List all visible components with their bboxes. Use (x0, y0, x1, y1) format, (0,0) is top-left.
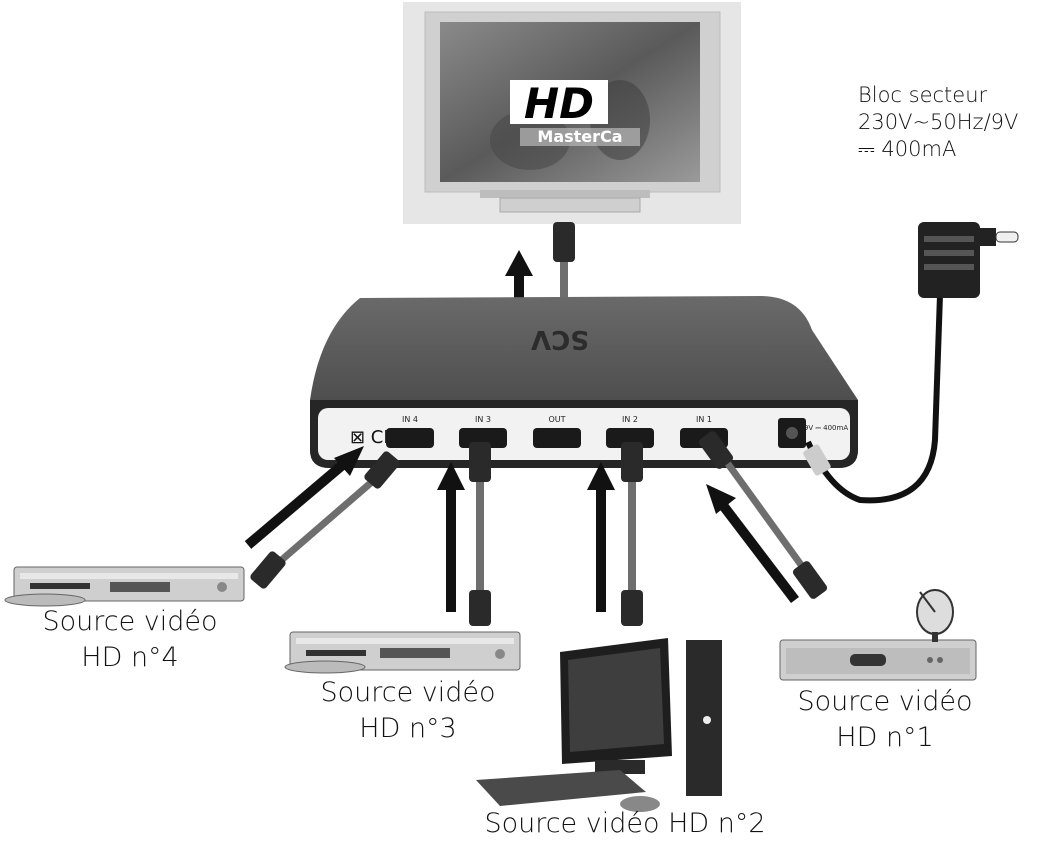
power-supply-line1: Bloc secteur (858, 83, 988, 107)
hdmi-port-in4: IN 4 (386, 415, 434, 448)
source-2-line1: Source vidéo HD n°2 (484, 808, 766, 839)
port-label-out: OUT (548, 415, 565, 424)
power-supply-label: Bloc secteur 230V~50Hz/9V ⎓ 400mA (858, 82, 1018, 163)
hdmi-port-out: OUT (533, 415, 581, 448)
hdmi-cable-in3 (469, 442, 491, 626)
power-jack: 9V ⎓ 400mA (778, 418, 848, 448)
tv-display: MasterCa HD (403, 2, 741, 224)
source-device-2-computer (476, 638, 722, 812)
port-label-in3: IN 3 (475, 415, 491, 424)
tv-banner-text: MasterCa (537, 127, 622, 146)
source-label-2: Source vidéo HD n°2 (455, 806, 795, 842)
power-supply-line3: ⎓ 400mA (858, 137, 957, 161)
source-1-line1: Source vidéo (797, 686, 973, 717)
input-arrow-in2 (587, 462, 615, 612)
source-3-line1: Source vidéo (320, 677, 496, 708)
source-3-line2: HD n°3 (359, 713, 457, 744)
port-label-in4: IN 4 (402, 415, 418, 424)
hdmi-switch-hub: SCV ⊠ CE (310, 296, 858, 468)
hdmi-port-in2: IN 2 (606, 415, 654, 448)
source-label-1: Source vidéo HD n°1 (785, 684, 985, 756)
source-4-line1: Source vidéo (42, 606, 218, 637)
hdmi-cable-in1 (698, 431, 828, 599)
ce-mark: ⊠ CE (350, 427, 395, 448)
input-arrow-in4 (244, 446, 364, 549)
port-label-in2: IN 2 (622, 415, 638, 424)
hub-brand-logo: SCV (531, 324, 589, 354)
source-device-3 (284, 631, 521, 674)
hd-badge: HD (524, 79, 594, 128)
port-label-in1: IN 1 (696, 415, 712, 424)
source-device-1-satellite (779, 589, 977, 681)
source-1-line2: HD n°1 (836, 722, 934, 753)
input-arrow-in1 (706, 484, 799, 604)
power-supply-line2: 230V~50Hz/9V (858, 110, 1019, 134)
power-jack-label: 9V ⎓ 400mA (804, 424, 848, 432)
power-adapter (803, 222, 1019, 504)
source-label-4: Source vidéo HD n°4 (30, 604, 230, 676)
source-4-line2: HD n°4 (81, 642, 179, 673)
hdmi-cable-in2 (621, 442, 643, 626)
source-label-3: Source vidéo HD n°3 (308, 675, 508, 747)
input-arrow-in3 (437, 462, 465, 612)
hdmi-cable-in4 (250, 451, 400, 589)
source-device-4 (4, 566, 245, 607)
